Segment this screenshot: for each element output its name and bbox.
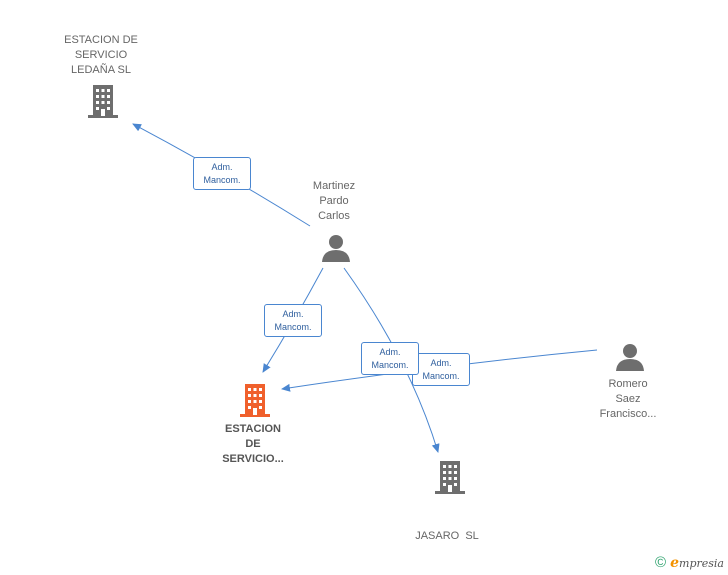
building-icon[interactable] bbox=[87, 83, 119, 119]
building-icon[interactable] bbox=[434, 459, 466, 495]
copyright-icon: © bbox=[655, 554, 667, 571]
node-label-jasaro[interactable]: JASARO SL bbox=[415, 530, 479, 542]
footer-brand: © empresia bbox=[655, 554, 724, 571]
relation-label[interactable]: Adm. Mancom. bbox=[264, 304, 322, 337]
node-label-ledana[interactable]: ESTACION DE SERVICIO LEDAÑA SL bbox=[64, 34, 138, 76]
relation-label[interactable]: Adm. Mancom. bbox=[193, 157, 251, 190]
relation-label[interactable]: Adm. Mancom. bbox=[412, 353, 470, 386]
person-icon[interactable] bbox=[321, 233, 351, 263]
node-label-martinez[interactable]: Martinez Pardo Carlos bbox=[312, 180, 356, 222]
node-label-romero[interactable]: Romero Saez Francisco... bbox=[599, 378, 657, 420]
node-label-main[interactable]: ESTACION DE SERVICIO... bbox=[222, 423, 284, 465]
relation-label[interactable]: Adm. Mancom. bbox=[361, 342, 419, 375]
empresia-logo[interactable]: empresia bbox=[670, 554, 724, 571]
person-icon[interactable] bbox=[615, 342, 645, 372]
building-icon[interactable] bbox=[239, 382, 271, 418]
